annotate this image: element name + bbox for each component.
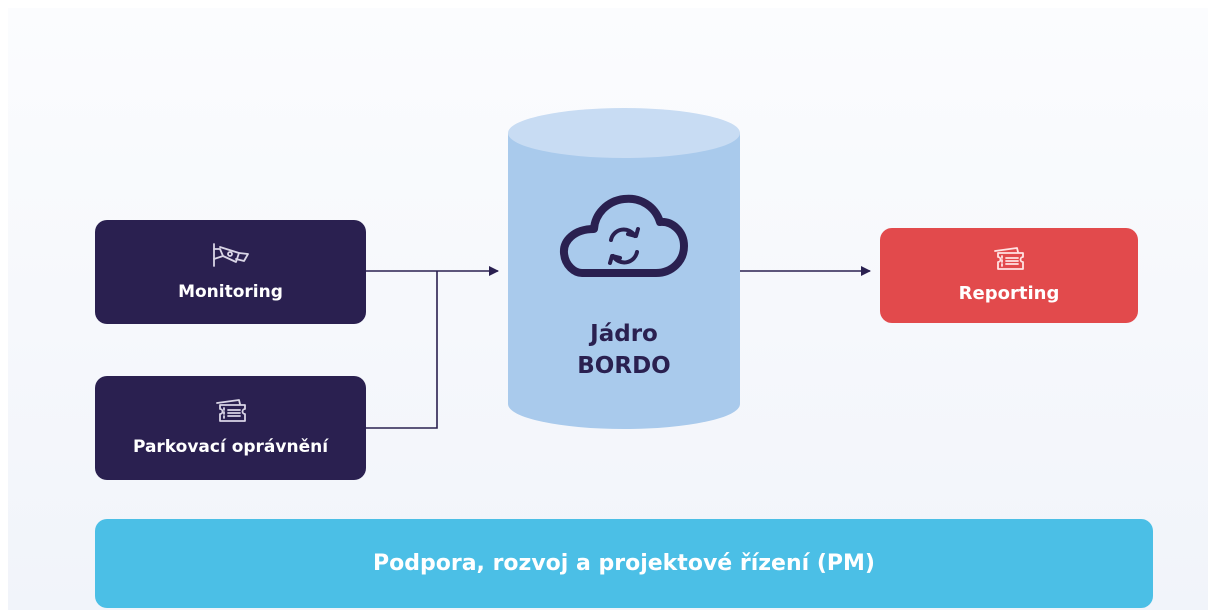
reporting-label: Reporting	[958, 283, 1060, 304]
ticket-icon	[994, 247, 1024, 270]
connector-lines	[366, 266, 871, 429]
ticket-icon	[215, 399, 246, 422]
parking-permits-label: Parkovací oprávnění	[132, 437, 329, 457]
connector-parking	[366, 271, 438, 429]
cloud-sync-icon	[560, 194, 688, 277]
core-label: Jádro BORDO	[508, 318, 740, 382]
reporting-box: Reporting	[880, 228, 1138, 323]
sync-arrows	[608, 227, 640, 265]
core-label-line2: BORDO	[577, 353, 671, 379]
monitoring-box: Monitoring	[95, 220, 366, 324]
support-bar: Podpora, rozvoj a projektové řízení (PM)	[95, 519, 1153, 608]
monitoring-label: Monitoring	[178, 282, 283, 302]
parking-permits-box: Parkovací oprávnění	[95, 376, 366, 480]
core-label-line1: Jádro	[590, 321, 658, 347]
support-bar-label: Podpora, rozvoj a projektové řízení (PM)	[373, 551, 875, 576]
database-cylinder	[508, 108, 740, 429]
camera-icon	[212, 243, 249, 267]
